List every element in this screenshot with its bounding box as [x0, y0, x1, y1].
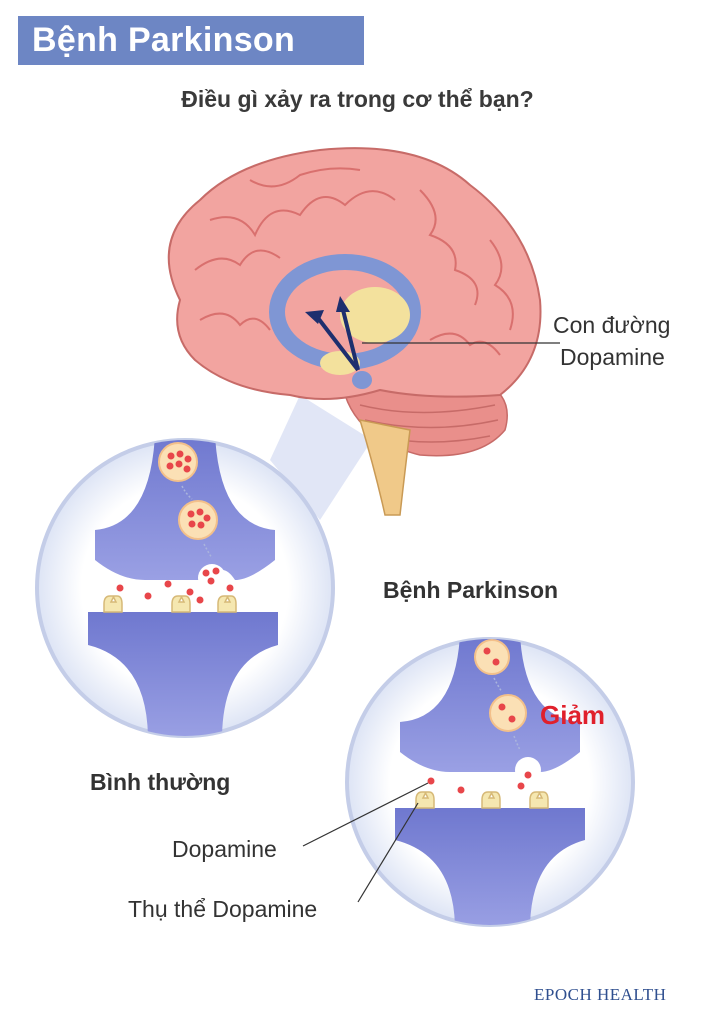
- cerebellum-fold-1: [359, 404, 496, 414]
- receptor-leader: [357, 802, 419, 903]
- page-subtitle: Điều gì xảy ra trong cơ thể bạn?: [181, 86, 534, 112]
- decrease-label: Giảm: [540, 700, 606, 730]
- pathway-arrowhead: [336, 296, 350, 312]
- pathway-arrow: [341, 309, 360, 371]
- postsynaptic-neuron: [88, 612, 278, 736]
- brain-fold: [249, 167, 361, 188]
- pathway-arrowhead: [305, 310, 324, 324]
- page-title: Bệnh Parkinson: [32, 21, 296, 59]
- cerebellum-fold-2: [364, 419, 499, 429]
- vesicle-contents: [483, 647, 516, 723]
- dopamine-molecules: [427, 771, 532, 794]
- vesicle: [489, 694, 527, 732]
- vesicle-contents: [166, 450, 211, 529]
- dopamine-molecules: [116, 567, 234, 604]
- release-arrow: [181, 485, 193, 500]
- release-arrow: [203, 543, 213, 559]
- title-banner: Bệnh Parkinson: [18, 16, 364, 65]
- receptors: [103, 595, 237, 613]
- dopamine-label: Dopamine: [172, 836, 277, 862]
- brain-fold: [419, 189, 479, 306]
- release-arrow: [513, 735, 521, 751]
- vesicle: [178, 500, 218, 540]
- putamen: [340, 287, 410, 343]
- receptors: [415, 791, 549, 809]
- pathway-label-line1: Con đường: [553, 312, 671, 338]
- brand-logo: EPOCH HEALTH: [534, 985, 667, 1004]
- brain-fold: [194, 249, 281, 271]
- normal-synapse-circle: [35, 438, 335, 738]
- parkinson-header: Bệnh Parkinson: [383, 577, 559, 603]
- vesicle-fusing: [515, 757, 541, 783]
- brain-fold: [429, 332, 501, 356]
- pathway-arrow: [316, 316, 360, 372]
- brain: [167, 147, 542, 516]
- brainstem: [358, 419, 411, 516]
- brain-fold: [489, 239, 514, 331]
- parkinson-synapse-circle: [345, 637, 635, 927]
- cerebrum: [167, 147, 542, 400]
- postsynaptic-neuron: [395, 808, 585, 925]
- normal-label: Bình thường: [90, 769, 231, 795]
- substantia-nigra: [352, 371, 372, 389]
- release-arrow: [493, 677, 503, 693]
- presynaptic-neuron: [400, 639, 580, 772]
- brain-fold: [209, 190, 396, 238]
- dopamine-leader: [302, 782, 429, 847]
- brain-fold: [199, 312, 271, 331]
- vesicle: [474, 639, 510, 675]
- receptor-label: Thụ thể Dopamine: [128, 896, 318, 922]
- pathway-label-line2: Dopamine: [560, 344, 665, 370]
